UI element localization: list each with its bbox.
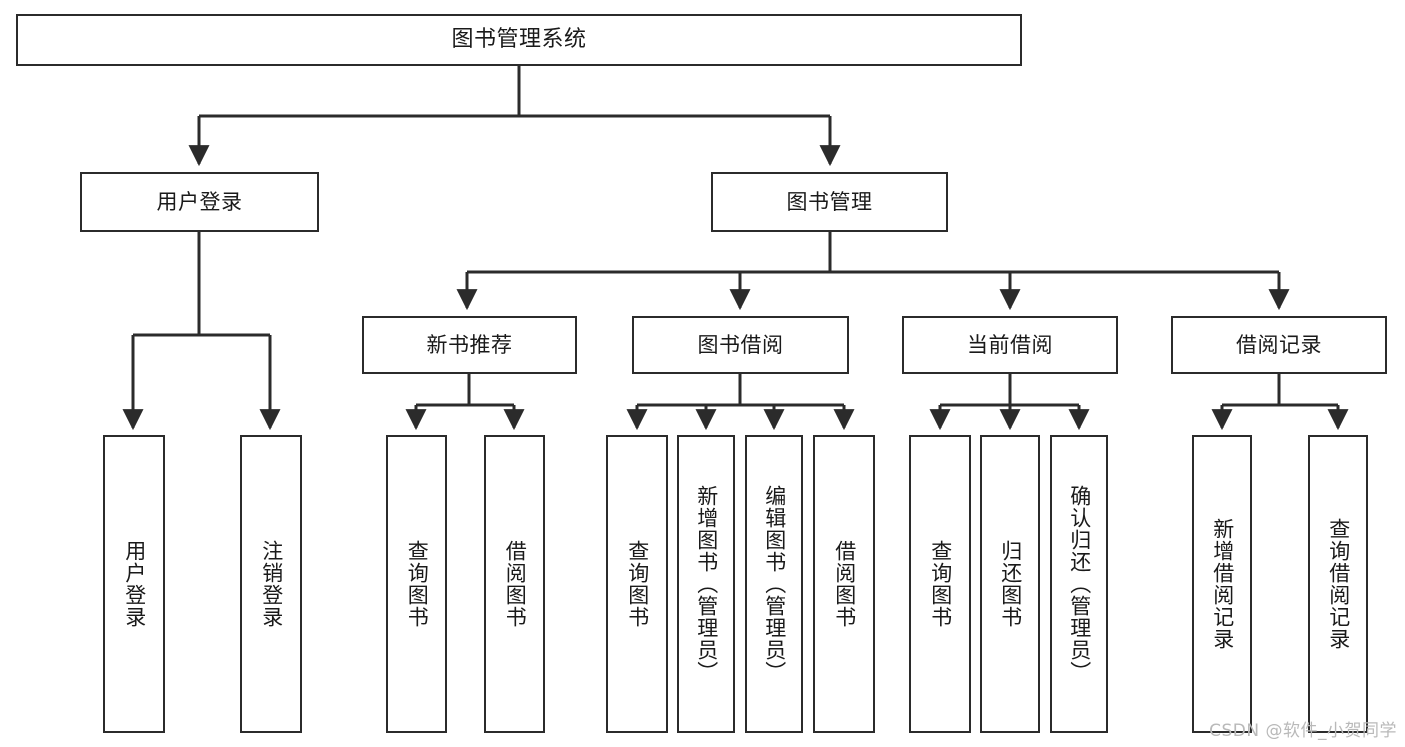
node-label: 查询图书: [625, 540, 650, 628]
node-new-book-recommend[interactable]: 新书推荐: [362, 316, 577, 374]
node-leaf-add-record[interactable]: 新增借阅记录: [1192, 435, 1252, 733]
node-label: 用户登录: [156, 189, 243, 214]
node-label: 借阅图书: [832, 540, 857, 628]
node-leaf-edit-book[interactable]: 编辑图书（管理员）: [745, 435, 803, 733]
node-label: 当前借阅: [967, 332, 1053, 357]
node-label: 借阅记录: [1236, 332, 1322, 357]
node-current-borrow[interactable]: 当前借阅: [902, 316, 1118, 374]
node-leaf-query-record[interactable]: 查询借阅记录: [1308, 435, 1368, 733]
node-label: 借阅图书: [503, 540, 528, 628]
node-label: 注销登录: [259, 540, 284, 628]
node-book-manage[interactable]: 图书管理: [711, 172, 948, 232]
node-leaf-user-login[interactable]: 用户登录: [103, 435, 165, 733]
node-label: 新增图书（管理员）: [694, 485, 719, 683]
node-label: 图书借阅: [697, 332, 784, 357]
node-label: 图书管理系统: [451, 27, 587, 53]
node-leaf-query-book-3[interactable]: 查询图书: [909, 435, 971, 733]
node-label: 用户登录: [122, 540, 147, 628]
node-leaf-borrow-book-1[interactable]: 借阅图书: [484, 435, 545, 733]
node-label: 编辑图书（管理员）: [762, 485, 787, 683]
node-label: 新增借阅记录: [1210, 518, 1235, 650]
node-label: 图书管理: [786, 189, 873, 214]
node-leaf-add-book[interactable]: 新增图书（管理员）: [677, 435, 735, 733]
node-leaf-borrow-book-2[interactable]: 借阅图书: [813, 435, 875, 733]
node-label: 查询借阅记录: [1326, 518, 1351, 650]
node-user-login[interactable]: 用户登录: [80, 172, 319, 232]
node-leaf-return-book[interactable]: 归还图书: [980, 435, 1040, 733]
node-borrow-record[interactable]: 借阅记录: [1171, 316, 1387, 374]
node-label: 确认归还（管理员）: [1067, 485, 1092, 683]
node-label: 查询图书: [405, 540, 430, 628]
node-leaf-query-book-2[interactable]: 查询图书: [606, 435, 668, 733]
node-leaf-user-logout[interactable]: 注销登录: [240, 435, 302, 733]
node-root-book-management-system[interactable]: 图书管理系统: [16, 14, 1022, 66]
node-leaf-query-book-1[interactable]: 查询图书: [386, 435, 447, 733]
node-leaf-confirm-return[interactable]: 确认归还（管理员）: [1050, 435, 1108, 733]
csdn-watermark: CSDN @软件_小贺同学: [1209, 721, 1397, 741]
node-book-borrow[interactable]: 图书借阅: [632, 316, 849, 374]
node-label: 新书推荐: [426, 332, 513, 357]
node-label: 归还图书: [998, 540, 1023, 628]
node-label: 查询图书: [928, 540, 953, 628]
